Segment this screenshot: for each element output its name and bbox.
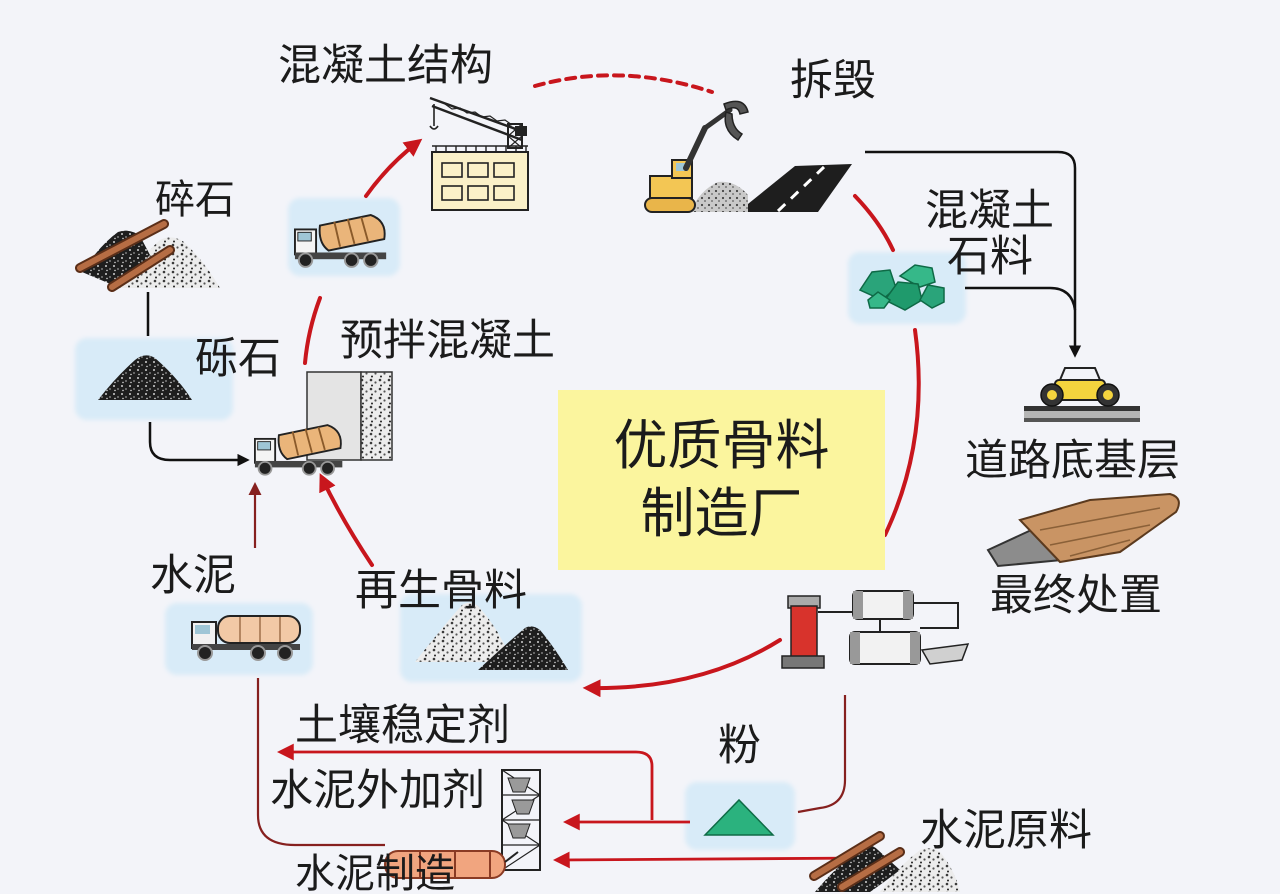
plant-title-line2: 制造厂 [640, 482, 803, 545]
dashed-arc-structure-to-demolition [533, 73, 714, 94]
building-crane-icon [429, 96, 529, 211]
label-demolition: 拆毁 [790, 56, 876, 106]
raw-material-pile-icon [809, 831, 960, 892]
gravel-pile-icon [98, 355, 192, 400]
powder-pile-icon [703, 798, 775, 836]
excavator-icon [644, 100, 852, 213]
label-concrete-stone-line2: 石料 [947, 232, 1033, 282]
plant-title-line1: 优质骨料 [613, 414, 830, 477]
label-gravel: 砾石 [195, 334, 281, 384]
flow-arrows [146, 150, 1082, 467]
arrow-raw-material-to-kiln [552, 851, 871, 869]
cement-kiln-icon [384, 769, 541, 879]
label-soil-stabilizer: 土壤稳定剂 [295, 701, 510, 751]
cement-truck-icon [191, 615, 301, 661]
arrow-powder-to-soil-stabilizer [276, 743, 654, 820]
arrow-mixer-to-structure [364, 138, 423, 198]
line-readymix-to-mixer [303, 296, 322, 365]
road-roller-icon [1024, 367, 1140, 422]
concrete-stone-icon [858, 264, 945, 311]
arrow-demolition-to-road [865, 150, 1082, 358]
label-crushed-stone: 碎石 [155, 177, 235, 223]
crusher-machine-icon [781, 590, 970, 669]
label-cement-manufacturing: 水泥制造 [295, 851, 455, 894]
arrow-crusher-to-recycled [582, 638, 782, 698]
plant-mixer-truck-icon [254, 424, 344, 476]
label-powder: 粉 [718, 721, 761, 771]
label-cement: 水泥 [150, 551, 236, 601]
recycled-aggregate-icon [415, 602, 568, 670]
arrow-gravel-to-truck [148, 422, 250, 467]
cycle-arrows [303, 73, 921, 698]
label-cement-raw-material: 水泥原料 [920, 806, 1092, 856]
label-final-disposal: 最终处置 [990, 571, 1162, 621]
label-cement-admixture: 水泥外加剂 [270, 766, 485, 816]
plant-box: 优质骨料 制造厂 [558, 390, 885, 570]
byproduct-arrows [276, 743, 871, 869]
label-ready-mix: 预拌混凝土 [340, 316, 555, 366]
line-kiln-to-cement [256, 678, 385, 847]
landfill-icon [986, 492, 1180, 568]
label-road-subbase: 道路底基层 [965, 436, 1180, 486]
label-concrete-stone-line1: 混凝土 [925, 186, 1054, 236]
label-recycled-aggregate: 再生骨料 [355, 566, 527, 616]
arrow-recycled-to-truck [319, 473, 374, 567]
line-demolition-to-stone [853, 194, 895, 252]
line-crusher-to-powder [797, 695, 847, 814]
label-concrete-structure: 混凝土结构 [278, 41, 493, 91]
line-stone-to-road [965, 286, 1077, 311]
secondary-arrows [248, 482, 847, 847]
line-stone-to-plant [883, 328, 921, 537]
crushed-stone-icon [75, 219, 220, 292]
